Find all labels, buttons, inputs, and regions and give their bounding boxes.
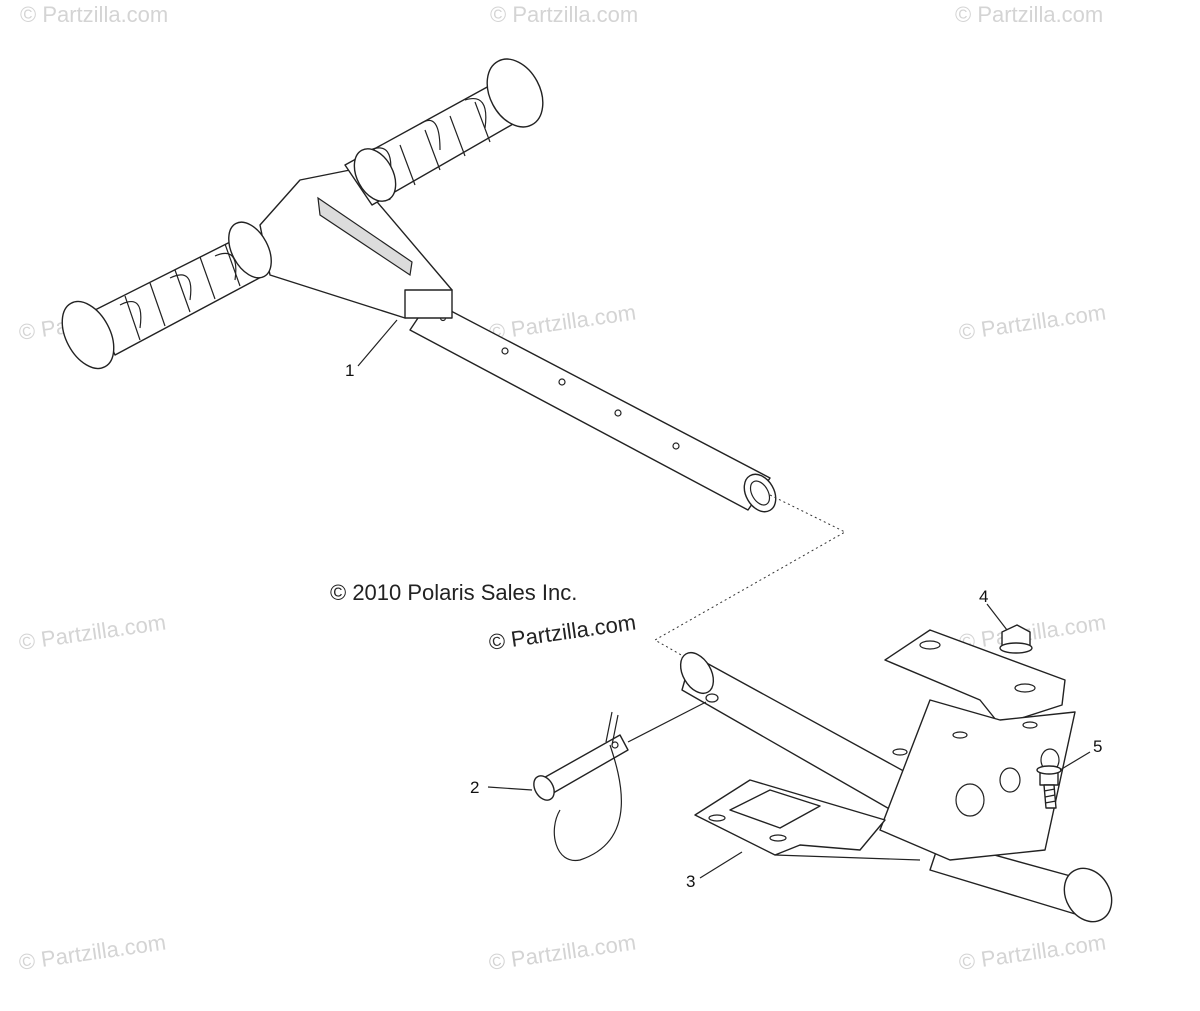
callout-1: 1	[345, 361, 354, 380]
callout-3: 3	[686, 872, 695, 891]
hitch-pin-part[interactable]	[530, 701, 707, 861]
watermark: © Partzilla.com	[17, 610, 167, 655]
flange-nut-part[interactable]	[999, 624, 1033, 654]
watermark: © Partzilla.com	[17, 930, 167, 975]
t-handle-part[interactable]	[52, 49, 782, 517]
leader-lines	[357, 319, 1091, 879]
watermark: © Partzilla.com	[955, 2, 1103, 27]
watermark: © Partzilla.com	[957, 930, 1107, 975]
watermark: © Partzilla.com	[490, 2, 638, 27]
watermark: © Partzilla.com	[487, 930, 637, 975]
callout-2: 2	[470, 778, 479, 797]
callout-5: 5	[1093, 737, 1102, 756]
watermark: © Partzilla.com	[487, 300, 637, 345]
copyright-text: © 2010 Polaris Sales Inc.	[330, 580, 577, 605]
watermark: © Partzilla.com	[20, 2, 168, 27]
partzilla-overlay-text: © Partzilla.com	[487, 610, 637, 655]
hitch-bracket-part[interactable]	[674, 629, 1121, 930]
flange-bolt-part[interactable]	[1036, 765, 1062, 809]
watermark: © Partzilla.com	[957, 300, 1107, 345]
callouts: 1 2 3 4 5	[345, 361, 1102, 891]
callout-4: 4	[979, 587, 988, 606]
assembly-line	[653, 494, 847, 661]
